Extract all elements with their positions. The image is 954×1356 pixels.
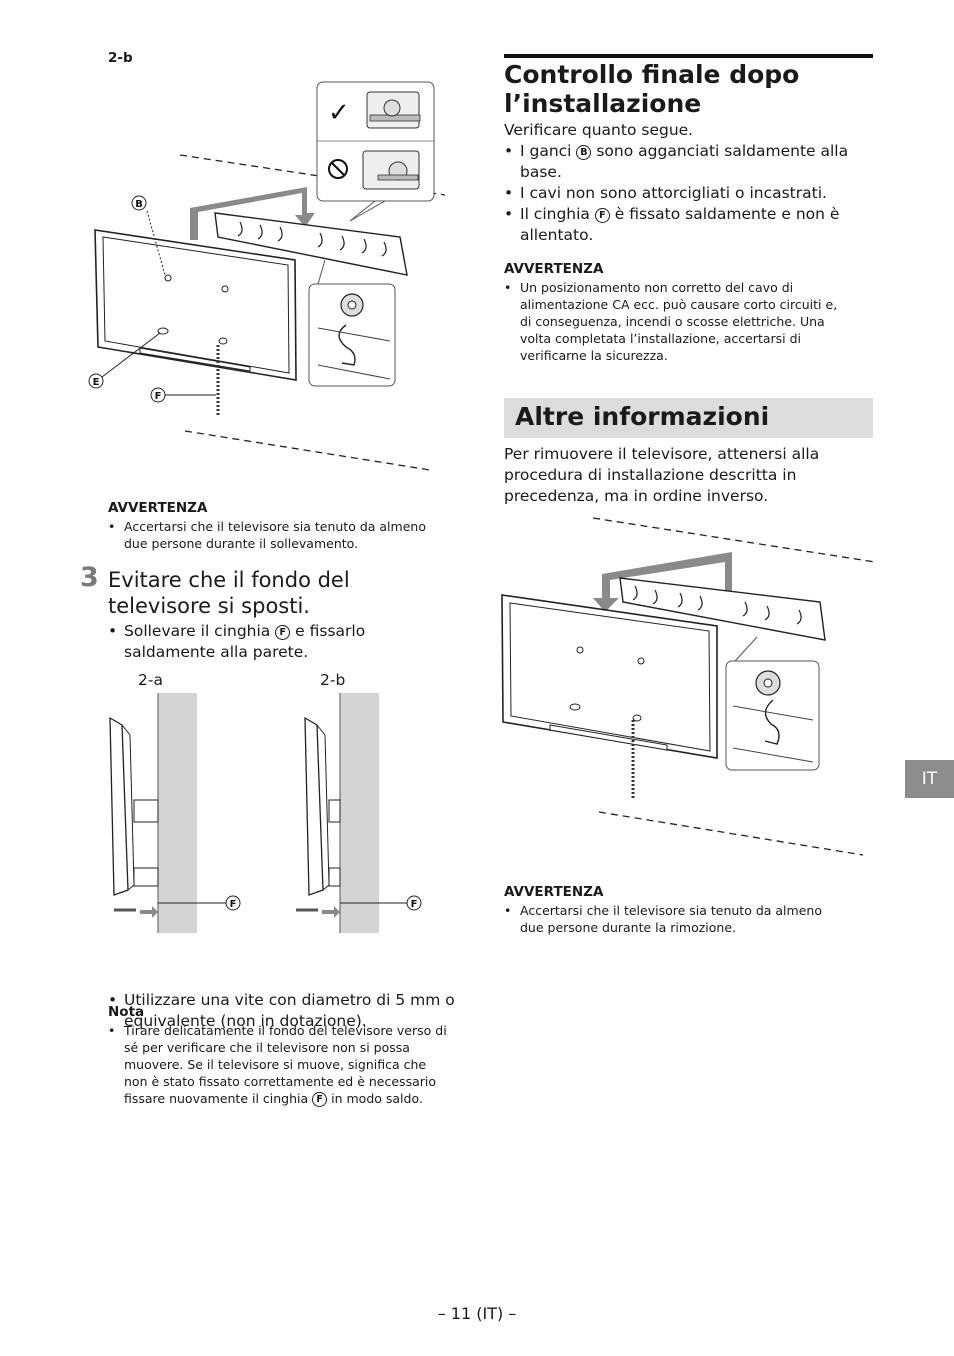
step-number: 3: [80, 562, 99, 593]
warning-removal: AVVERTENZA Accertarsi che il televisore …: [504, 884, 849, 936]
warning-title: AVVERTENZA: [108, 500, 208, 516]
callout-f-2b: F: [411, 899, 418, 910]
callout-f: F: [155, 391, 162, 402]
note-block: Nota Tirare delicatamente il fondo del t…: [108, 1004, 453, 1107]
callout-f: F: [312, 1092, 328, 1107]
warning-item: Accertarsi che il televisore sia tenuto …: [108, 518, 453, 552]
warning-title: AVVERTENZA: [504, 261, 604, 277]
checklist: Verificare quanto segue. I ganci B sono …: [504, 120, 873, 246]
fig-label-2a: 2-a: [138, 671, 163, 689]
warning-item: Accertarsi che il televisore sia tenuto …: [504, 902, 849, 936]
tv-mounting-illustration: ✓ B E F: [88, 81, 446, 471]
warning-item: Un posizionamento non corretto del cavo …: [504, 279, 849, 364]
note-text: Tirare delicatamente il fondo del televi…: [108, 1022, 453, 1107]
removal-text: Per rimuovere il televisore, attenersi a…: [504, 445, 820, 505]
callout-b: B: [135, 199, 143, 210]
section-title-final-check: Controllo finale dopo l’installazione: [504, 60, 800, 118]
callout-f: F: [594, 208, 610, 223]
callout-b: B: [576, 145, 592, 160]
section-rule: [504, 54, 873, 58]
callout-f-2a: F: [230, 899, 237, 910]
checklist-item-hooks: I ganci B sono agganciati saldamente all…: [504, 141, 873, 183]
step-title: Evitare che il fondo del televisore si s…: [108, 568, 350, 618]
checklist-item-cables: I cavi non sono attorcigliati o incastra…: [504, 183, 873, 204]
callout-f: F: [275, 625, 291, 640]
callout-e: E: [93, 377, 100, 388]
check-icon: ✓: [328, 98, 350, 128]
checklist-intro: Verificare quanto segue.: [504, 121, 694, 139]
tv-removal-illustration: [501, 517, 876, 856]
section-title-other-info: Altre informazioni: [515, 402, 770, 431]
note-title: Nota: [108, 1004, 145, 1020]
page-number: – 11 (IT) –: [437, 1304, 517, 1323]
section-header-band: Altre informazioni: [504, 398, 873, 438]
prohibited-icon: [328, 159, 348, 179]
step-bullet-lift-strap: Sollevare il cinghia F e fissarlo saldam…: [108, 621, 424, 663]
warning-title: AVVERTENZA: [504, 884, 604, 900]
side-view-illustrations: F F: [109, 693, 422, 933]
figure-label: 2-b: [108, 50, 133, 66]
fig-label-2b: 2-b: [320, 671, 346, 689]
checklist-item-strap: Il cinghia F è fissato saldamente e non …: [504, 204, 873, 246]
warning-power-cord: AVVERTENZA Un posizionamento non corrett…: [504, 261, 849, 364]
language-tab: IT: [905, 760, 954, 798]
warning-lifting: AVVERTENZA Accertarsi che il televisore …: [108, 500, 453, 552]
